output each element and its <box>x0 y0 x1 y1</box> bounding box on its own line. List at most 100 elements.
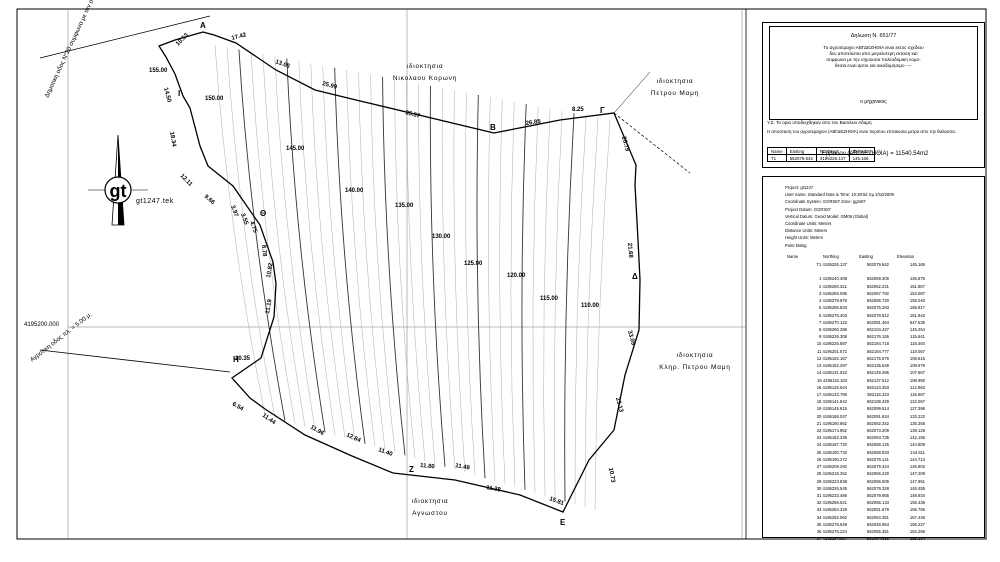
table-cell: 127.396 <box>909 406 925 412</box>
table-cell: 25 4195190.732 <box>816 449 847 455</box>
edge-length-label: 11.40 <box>377 447 393 458</box>
table-cell: 34 4195292.062 <box>816 514 847 520</box>
vertex-label-z: Ζ <box>409 465 414 474</box>
svg-text:gt: gt <box>110 181 127 201</box>
report-header-line: Vertical Datum: Geoid Model: GM06 (Globa… <box>785 213 869 219</box>
edge-length-label: 12.11 <box>179 173 194 188</box>
edge-length-label: 21.68 <box>626 243 633 259</box>
parcel-boundary <box>158 31 641 513</box>
edge-length-label: 23.13 <box>614 397 624 414</box>
table-cell: 144.511 <box>910 449 925 455</box>
table-cell: 32 4195266.521 <box>816 500 847 506</box>
svg-text:ιδιοκτησια: ιδιοκτησια <box>412 498 449 505</box>
contour-value-label: 130.00 <box>432 234 451 240</box>
table-cell: 562079.328 <box>866 485 889 491</box>
contour-line <box>532 106 539 493</box>
vertex-label-i: Ι <box>178 89 180 98</box>
vertex-label-a: Α <box>200 21 206 30</box>
contour-line <box>370 74 396 453</box>
table-cell: 562091.634 <box>866 413 889 419</box>
contour-line <box>274 56 316 430</box>
table-cell: 562066.506 <box>866 478 889 484</box>
edge-length-label: 8.78 <box>260 245 267 258</box>
edge-length-label: 26.85 <box>525 119 541 127</box>
owner-label-south: ιδιοκτησια Αγνωστου <box>412 498 449 517</box>
contour-line <box>564 113 575 502</box>
table-cell: 107.667 <box>909 370 925 376</box>
edge-length-label: 155.00 <box>149 68 168 74</box>
contour-line <box>310 63 346 439</box>
table-cell: 562079.141 <box>866 456 889 462</box>
contour-line <box>250 51 296 424</box>
svg-text:ιδιοκτησια: ιδιοκτησια <box>657 78 694 85</box>
edge-length-label: 9.66 <box>203 194 216 207</box>
table-cell: 147.951 <box>909 478 925 484</box>
contour-line <box>358 72 386 450</box>
table-cell: 116.667 <box>910 391 925 397</box>
edge-length-label: 3.97 <box>229 205 239 219</box>
svg-text:Νικολαου Κορωνη: Νικολαου Κορωνη <box>393 75 457 82</box>
table-cell: 154.266 <box>909 529 925 535</box>
contour-line <box>298 60 336 436</box>
coordinate-label: 4195200.000 <box>24 322 60 328</box>
edge-length-label: 11.80 <box>420 463 436 470</box>
table-cell: 24 4195167.720 <box>816 442 847 448</box>
table-cell: 562068.933 <box>866 449 889 455</box>
table-cell: 35 4195276.549 <box>816 521 847 527</box>
table-cell: 562176.155 <box>866 334 889 340</box>
owner-label-northeast: ιδιοκτησια Πετρου Μαμη <box>651 78 698 97</box>
column-header: Northing <box>823 254 839 259</box>
table-cell: T1 4195226.137 <box>816 262 847 267</box>
contour-line <box>554 110 563 499</box>
contour-line <box>226 47 276 418</box>
table-cell <box>787 268 847 275</box>
column-header: Name <box>787 254 799 259</box>
table-cell: 16 4195126.644 <box>816 384 847 390</box>
table-cell: 26 4195190.272 <box>816 456 847 462</box>
table-cell: 122.067 <box>909 399 925 405</box>
contour-line <box>262 54 306 427</box>
report-header-line: Project: gt1247 <box>785 185 814 190</box>
table-row <box>787 268 925 275</box>
table-cell: 108.679 <box>909 363 925 369</box>
table-cell: 145.165 <box>909 262 925 267</box>
report-header-line: Distance Units: Meters <box>785 228 828 234</box>
table-cell: 562079.642 <box>866 262 889 267</box>
table-cell: 30 4195226.545 <box>816 485 847 491</box>
table-cell: 28 4195215.252 <box>816 471 847 477</box>
declaration-line: δεν αποτελειται απο μεγαλυτερη εκταση κα… <box>829 51 918 56</box>
contour-line <box>574 115 587 505</box>
table-cell: 562184.718 <box>866 341 889 347</box>
table-cell: 562184.777 <box>866 348 889 354</box>
table-cell: 145.902 <box>909 464 925 470</box>
table-cell: 115.641 <box>910 334 925 340</box>
edge-length-label: 11.49 <box>455 463 471 472</box>
edge-length-label: 8.25 <box>572 107 584 113</box>
road-label-north: Δημοτικη οδος Ν°20 συμφωνα με την οδ <box>43 0 96 99</box>
table-cell: 562104.427 <box>866 326 889 332</box>
table-cell: 33 4195284.328 <box>816 507 847 513</box>
contour-line <box>418 83 436 464</box>
table-cell: 562135.549 <box>866 363 889 369</box>
table-cell: 562055.351 <box>866 529 889 535</box>
owner-label-east: ιδιοκτησια Κληρ. Πετρου Μαμη <box>659 352 730 371</box>
table-cell: 11 4195201.572 <box>817 348 847 354</box>
table-cell: 145.875 <box>909 276 925 282</box>
table-cell: 562061.878 <box>866 507 889 513</box>
table-cell: 155.040 <box>909 298 925 304</box>
road-edge-south <box>39 349 231 373</box>
